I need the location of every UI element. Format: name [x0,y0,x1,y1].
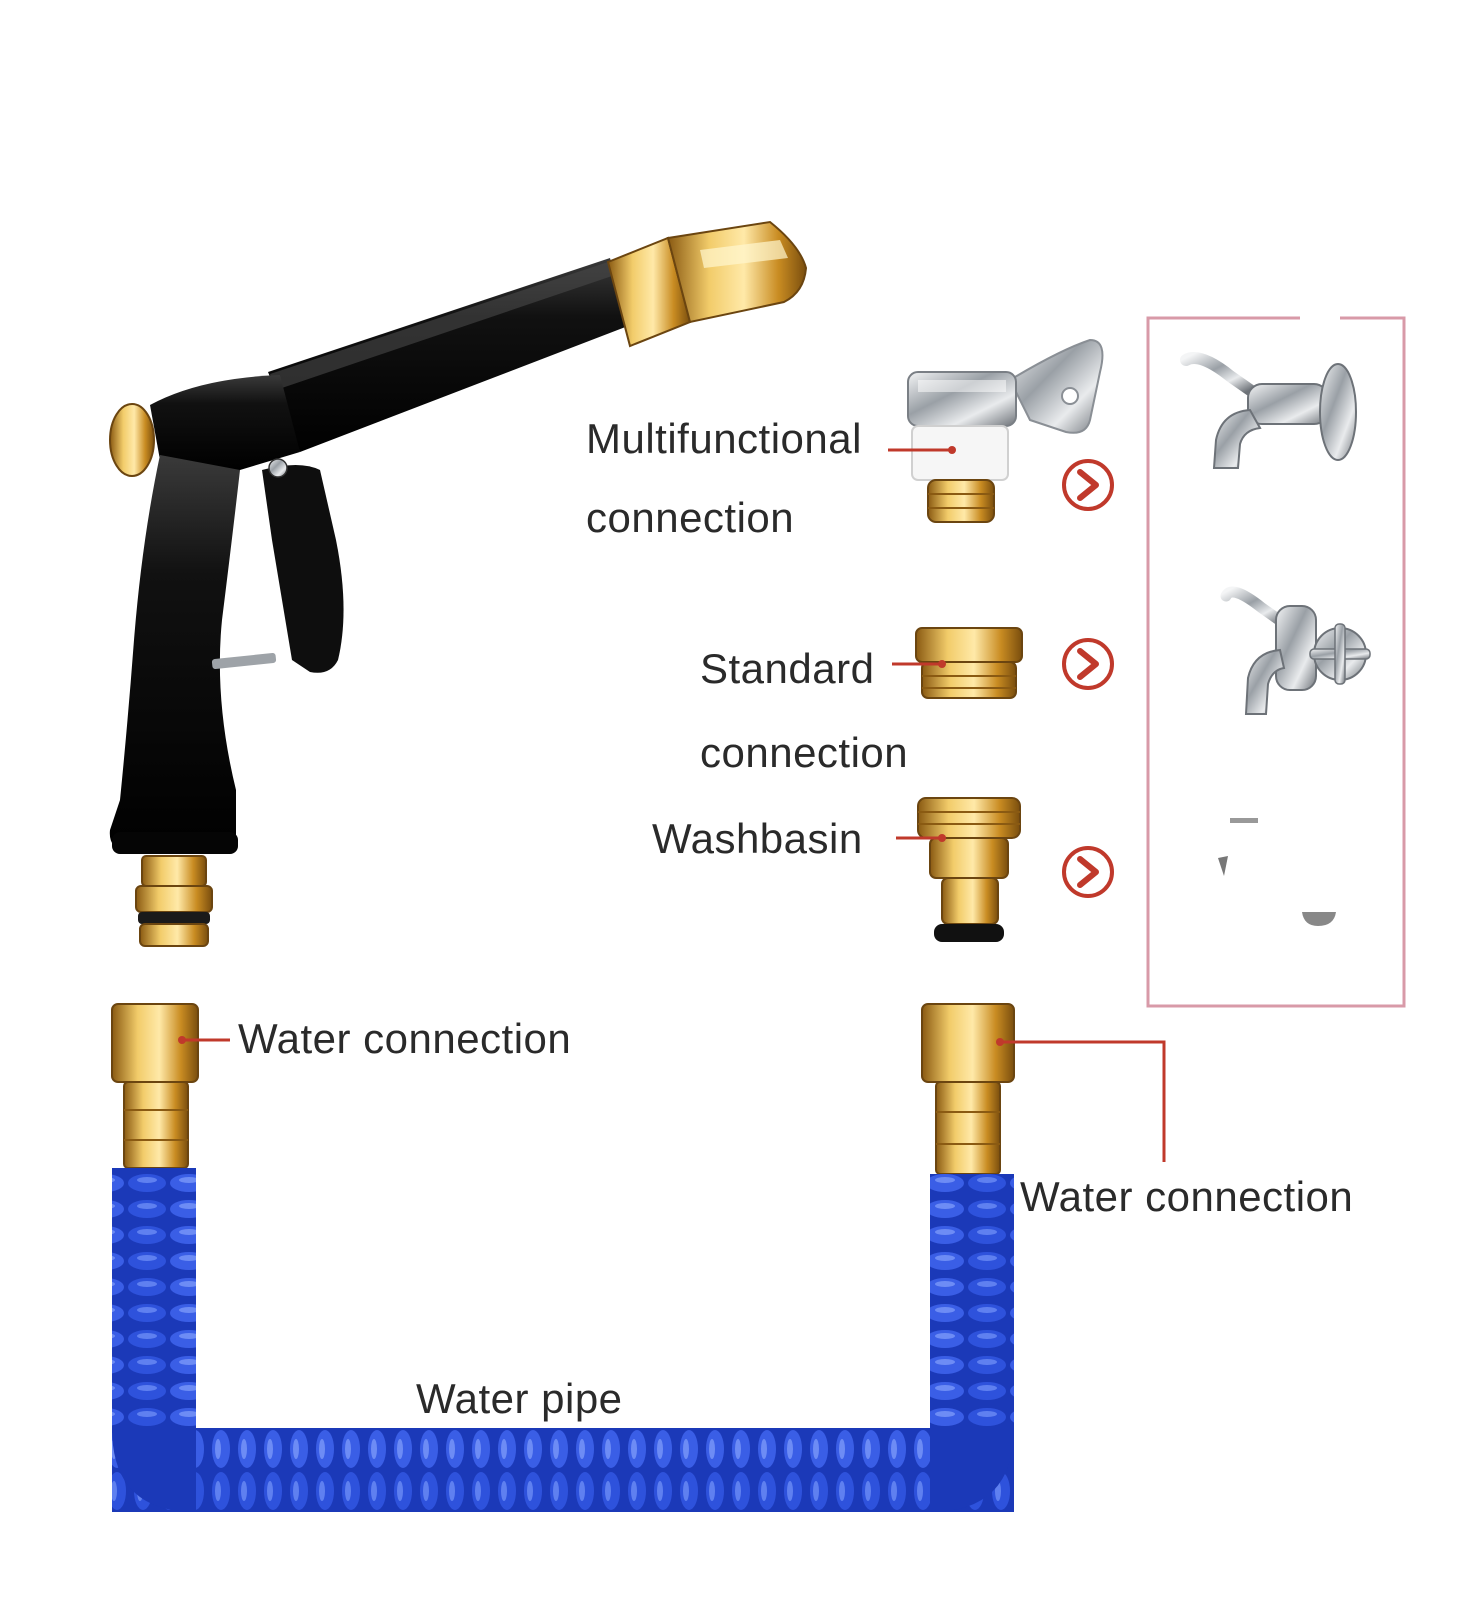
left-water-connector-icon [111,1003,199,1169]
standard-callout-dot [938,660,946,668]
water-connection-right-label: Water connection [1020,1173,1354,1220]
multifunctional-connection-label-line2: connection [586,494,795,541]
tap-icon [1218,818,1336,926]
right-connection-callout-line [1000,1040,1166,1162]
arrow-right-icon [1062,846,1114,898]
standard-connection-label-line1: Standard [700,645,875,692]
multifunctional-adapter-icon [907,338,1104,523]
tap-icon [1180,352,1357,469]
water-pipe-hose [112,1168,1014,1512]
arrow-right-icon [1062,638,1114,690]
water-connection-left-label: Water connection [238,1015,572,1062]
multifunctional-callout-dot [948,446,956,454]
tap-icon [1220,586,1371,715]
arrow-right-icon [1062,459,1114,511]
multifunctional-connection-label-line1: Multifunctional [586,415,862,462]
washbasin-callout-dot [938,834,946,842]
water-pipe-label: Water pipe [416,1375,623,1422]
washbasin-adapter-icon [917,797,1021,942]
standard-adapter-icon [915,627,1023,699]
standard-connection-label-line2: connection [700,729,909,776]
spray-gun-icon [109,220,808,947]
washbasin-label: Washbasin [652,815,863,862]
right-water-connector-icon [921,1003,1015,1175]
faucet-frame [1146,316,1406,1008]
